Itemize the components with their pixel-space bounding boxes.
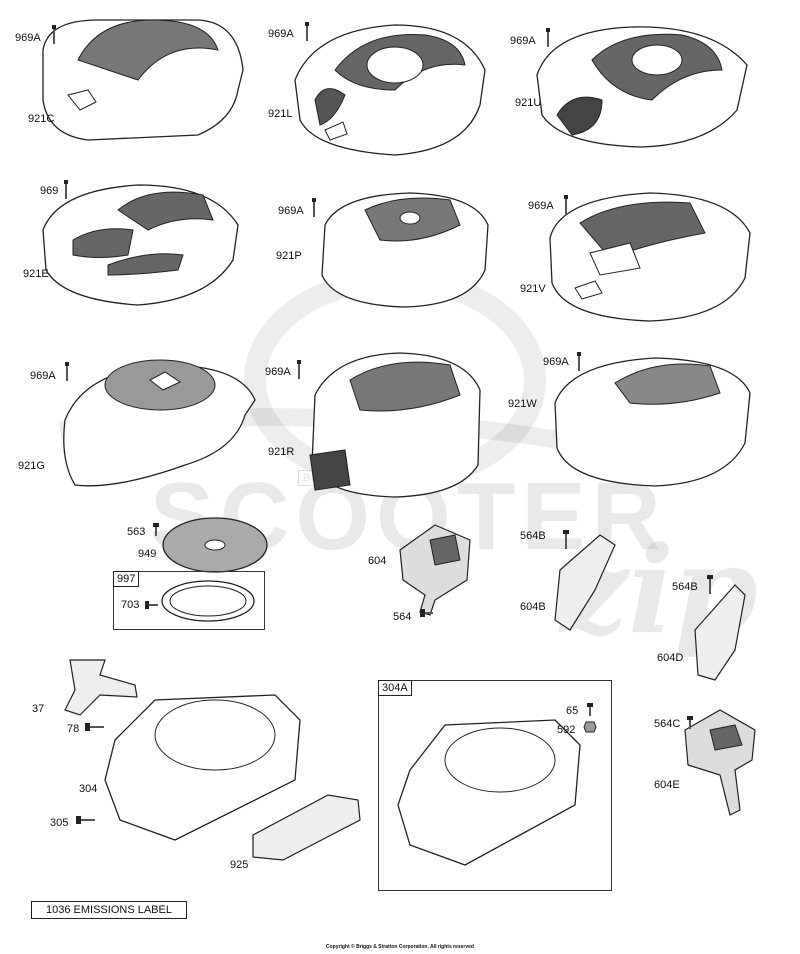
callout-78: 78: [67, 723, 80, 735]
screw-78-icon[interactable]: [85, 722, 105, 732]
bracket-604[interactable]: [395, 520, 475, 620]
kit-997-box: [113, 571, 265, 630]
callout-949: 949: [138, 548, 157, 560]
callout-564b: 564B: [520, 530, 546, 542]
callout-37: 37: [32, 703, 45, 715]
screen-949[interactable]: [160, 515, 270, 575]
callout-921c: 921C: [28, 113, 55, 125]
screw-703-icon[interactable]: [145, 600, 159, 610]
callout-969a: 969A: [278, 205, 304, 217]
screw-969-icon[interactable]: [62, 180, 70, 200]
screw-969a-icon[interactable]: [310, 198, 318, 218]
emissions-label-box: 1036 EMISSIONS LABEL: [31, 901, 187, 919]
callout-564b: 564B: [672, 581, 698, 593]
cover-921u[interactable]: [532, 15, 757, 155]
bracket-604e[interactable]: [680, 690, 760, 820]
callout-604d: 604D: [657, 652, 684, 664]
callout-604: 604: [368, 555, 387, 567]
callout-921w: 921W: [508, 398, 537, 410]
bracket-604b[interactable]: [550, 530, 620, 635]
screw-564c-icon[interactable]: [686, 716, 694, 730]
cover-921e[interactable]: [38, 170, 243, 310]
callout-65: 65: [566, 705, 579, 717]
callout-592: 592: [557, 724, 576, 736]
callout-703: 703: [121, 599, 140, 611]
housing-304[interactable]: [95, 680, 310, 845]
callout-969: 969: [40, 185, 59, 197]
callout-969a: 969A: [268, 28, 294, 40]
callout-997: 997: [113, 571, 140, 587]
callout-921u: 921U: [515, 97, 542, 109]
callout-969a: 969A: [543, 356, 569, 368]
callout-564: 564: [393, 611, 412, 623]
callout-969a: 969A: [265, 366, 291, 378]
callout-969a: 969A: [30, 370, 56, 382]
callout-304a: 304A: [378, 680, 412, 696]
screw-564-icon[interactable]: [420, 608, 434, 618]
callout-921g: 921G: [18, 460, 45, 472]
nut-592-icon[interactable]: [583, 721, 597, 733]
screw-564b-icon[interactable]: [562, 530, 570, 550]
cover-921p[interactable]: [310, 185, 495, 310]
screw-969a-icon[interactable]: [50, 25, 58, 45]
cover-921r[interactable]: [300, 345, 490, 500]
callout-969a: 969A: [528, 200, 554, 212]
callout-604b: 604B: [520, 601, 546, 613]
callout-604e: 604E: [654, 779, 680, 791]
screw-563-icon[interactable]: [152, 523, 160, 537]
screw-969a-icon[interactable]: [303, 22, 311, 42]
screw-564b-icon[interactable]: [706, 575, 714, 595]
screw-969a-icon[interactable]: [63, 362, 71, 382]
cover-921w[interactable]: [545, 348, 755, 488]
callout-564c: 564C: [654, 718, 681, 730]
callout-563: 563: [127, 526, 146, 538]
callout-969a: 969A: [15, 32, 41, 44]
callout-925: 925: [230, 859, 249, 871]
callout-921e: 921E: [23, 268, 49, 280]
housing-304a[interactable]: [390, 700, 590, 870]
screw-305-icon[interactable]: [76, 815, 96, 825]
kit-304a-box: [378, 680, 612, 891]
copyright-notice: Copyright © Briggs & Stratton Corporatio…: [326, 944, 474, 950]
callout-921l: 921L: [268, 108, 293, 120]
screw-969a-icon[interactable]: [544, 28, 552, 48]
cover-921l[interactable]: [285, 10, 495, 160]
cover-921g[interactable]: [55, 350, 260, 500]
ring-703[interactable]: [158, 578, 258, 624]
cover-921c[interactable]: [38, 10, 248, 145]
callout-969a: 969A: [510, 35, 536, 47]
bracket-37[interactable]: [55, 655, 145, 720]
callout-921p: 921P: [276, 250, 302, 262]
callout-305: 305: [50, 817, 69, 829]
callout-304: 304: [79, 783, 98, 795]
cover-925[interactable]: [248, 785, 368, 865]
callout-921v: 921V: [520, 283, 546, 295]
screw-969a-icon[interactable]: [295, 360, 303, 380]
screw-969a-icon[interactable]: [575, 352, 583, 372]
cover-921v[interactable]: [540, 183, 755, 323]
screw-65-icon[interactable]: [586, 703, 594, 717]
bracket-604d[interactable]: [690, 580, 750, 685]
screw-969a-icon[interactable]: [562, 195, 570, 215]
callout-921r: 921R: [268, 446, 295, 458]
